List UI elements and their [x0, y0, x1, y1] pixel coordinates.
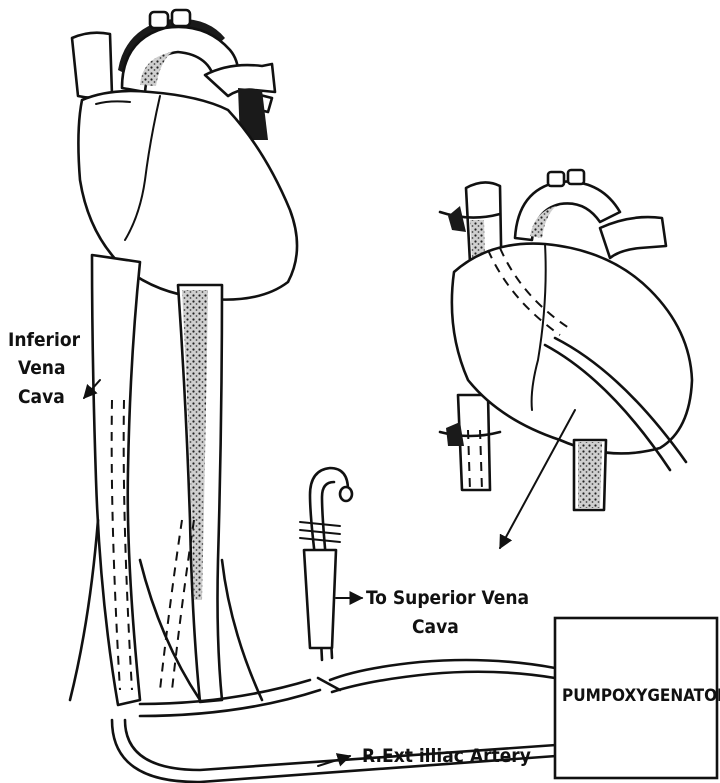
label-inferior: Inferior: [8, 328, 80, 352]
label-pump-oxygenator: PUMPOXYGENATOR: [562, 684, 720, 708]
inferior-vena-cava: [92, 255, 140, 705]
label-superior-cava: Cava: [412, 615, 459, 639]
small-pulmonary-artery: [600, 217, 666, 258]
label-cava: Cava: [18, 385, 65, 409]
arch-branch-2: [172, 10, 190, 26]
right-heart-group: [440, 170, 692, 510]
label-to-superior-vena: To Superior Vena: [366, 586, 529, 610]
arch-branch-1: [150, 12, 168, 28]
label-vena: Vena: [18, 356, 66, 380]
svc-cannula: [300, 468, 352, 660]
left-heart-group: [70, 10, 297, 705]
label-artery: R.Ext illiac Artery: [362, 744, 531, 768]
superior-vena-cava-stub: [72, 33, 112, 98]
